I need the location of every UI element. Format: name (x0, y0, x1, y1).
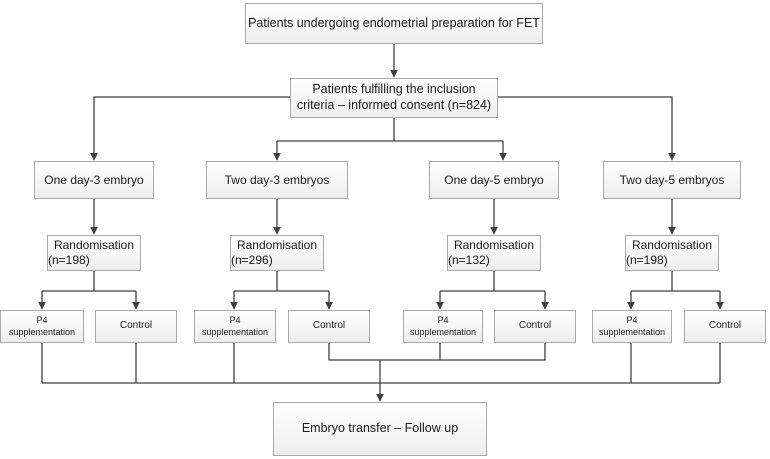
box-control-arm-1: Control (95, 310, 177, 343)
p4-arm-1-line-2: supplementation (8, 326, 76, 337)
embryo-transfer-text: Embryo transfer – Follow up (301, 421, 459, 436)
box-patients-undergoing: Patients undergoing endometrial preparat… (245, 3, 543, 44)
p4-arm-2-line-2: supplementation (201, 326, 269, 337)
box-randomisation-1: Randomisation (n=198) (47, 235, 141, 271)
box-patients-undergoing-text: Patients undergoing endometrial preparat… (248, 15, 540, 30)
rand-3-n: (n=132) (448, 253, 490, 267)
p4-arm-3-line-2: supplementation (409, 326, 477, 337)
box-inclusion-criteria: Patients fulfilling the inclusion criter… (290, 78, 498, 118)
line-inclusion-to-group4 (498, 96, 676, 161)
rand-4-label: Randomisation (631, 238, 713, 252)
box-p4-arm-4: P4 supplementation (592, 310, 672, 343)
box-group-2: Two day-3 embryos (206, 161, 348, 199)
p4-arm-1-line-1: P4 (36, 315, 48, 326)
box-group-3: One day-5 embryo (429, 161, 559, 199)
box-randomisation-4: Randomisation (n=198) (625, 235, 719, 271)
box-p4-arm-3: P4 supplementation (403, 310, 483, 343)
box-p4-arm-2: P4 supplementation (194, 310, 276, 343)
inclusion-line-1: Patients fulfilling the inclusion (312, 82, 476, 97)
control-arm-4-label: Control (708, 320, 742, 332)
p4-arm-3-line-1: P4 (437, 315, 449, 326)
box-control-arm-3: Control (494, 310, 576, 343)
rand-2-n: (n=296) (231, 253, 273, 267)
rand-1-n: (n=198) (48, 253, 90, 267)
line-inclusion-to-outer-groups (90, 96, 290, 161)
control-arm-1-label: Control (119, 320, 153, 332)
box-group-1: One day-3 embryo (34, 161, 154, 199)
rand-1-label: Randomisation (53, 238, 135, 252)
group-4-label: Two day-5 embryos (619, 172, 725, 187)
p4-arm-2-line-1: P4 (229, 315, 241, 326)
box-randomisation-3: Randomisation (n=132) (447, 235, 541, 271)
control-arm-2-label: Control (312, 320, 346, 332)
p4-arm-4-line-2: supplementation (598, 326, 666, 337)
inclusion-line-2: criteria – informed consent (n=824) (296, 98, 492, 112)
group-2-label: Two day-3 embryos (224, 172, 330, 187)
box-p4-arm-1: P4 supplementation (0, 310, 84, 343)
p4-arm-4-line-1: P4 (626, 315, 638, 326)
control-arm-3-label: Control (518, 320, 552, 332)
box-control-arm-2: Control (288, 310, 370, 343)
box-embryo-transfer: Embryo transfer – Follow up (273, 402, 487, 456)
box-control-arm-4: Control (684, 310, 766, 343)
rand-4-n: (n=198) (626, 253, 668, 267)
rand-3-label: Randomisation (453, 238, 535, 252)
group-3-label: One day-5 embryo (444, 172, 544, 187)
group-1-label: One day-3 embryo (44, 172, 144, 187)
box-group-4: Two day-5 embryos (603, 161, 741, 199)
rand-2-label: Randomisation (236, 238, 318, 252)
box-randomisation-2: Randomisation (n=296) (230, 235, 324, 271)
